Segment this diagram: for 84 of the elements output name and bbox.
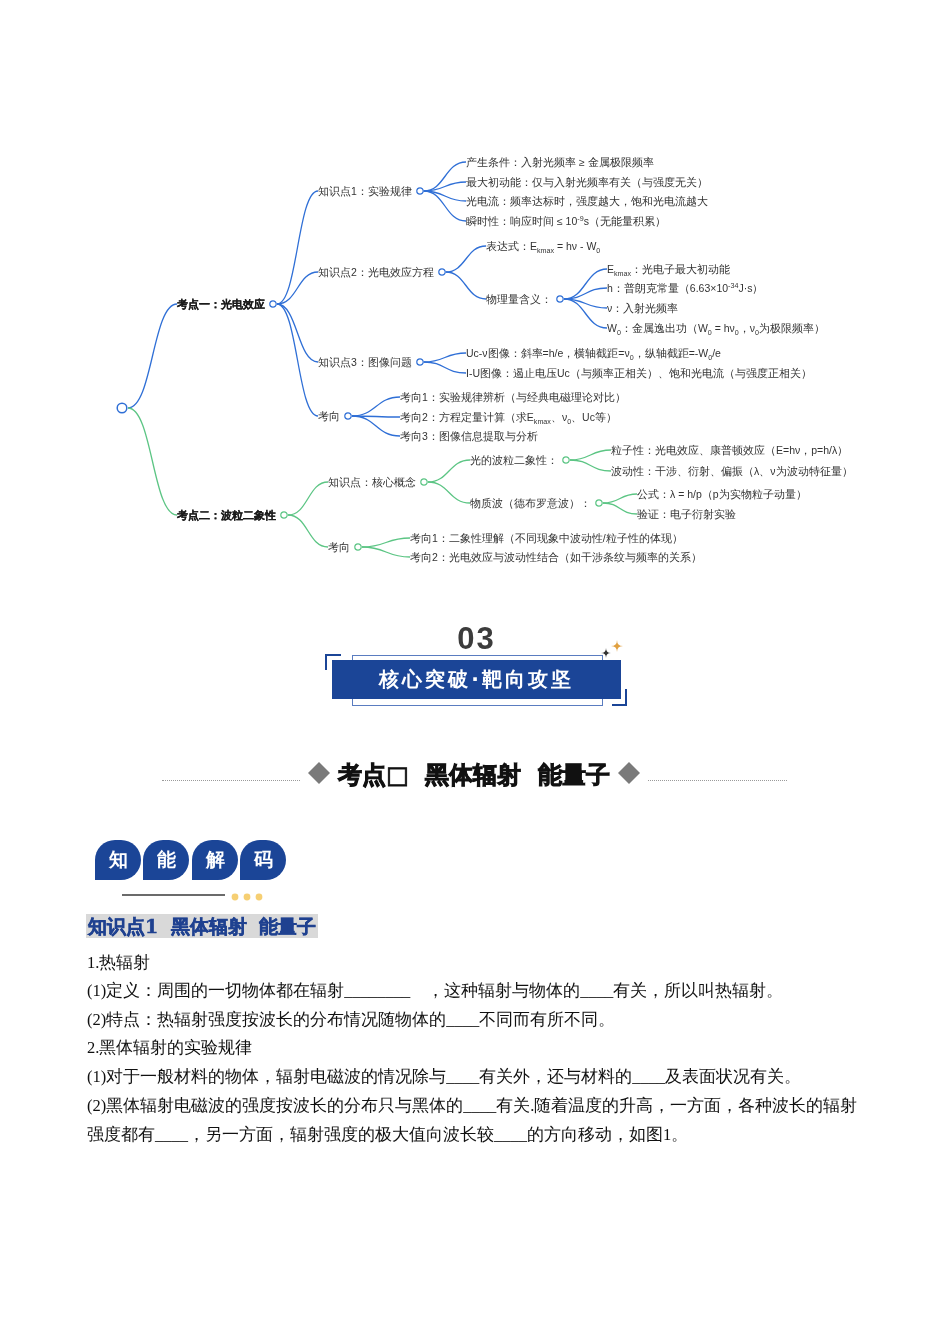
heading-tab: 码 xyxy=(240,840,286,880)
mindmap-topic: 考向2：光电效应与波动性结合（如干涉条纹与频率的关系） xyxy=(410,550,702,564)
paragraph-text: 有关，所以叫热辐射。 xyxy=(613,981,784,1000)
fill-in-line: ____ xyxy=(580,981,614,1000)
mindmap-topic: 产生条件：入射光频率 ≥ 金属极限频率 xyxy=(466,155,654,169)
heading-tab: 解 xyxy=(192,840,238,880)
mindmap-root xyxy=(116,402,128,414)
connector-line xyxy=(361,546,411,558)
paragraph-text: (2)特点：热辐射强度按波长的分布情况随物体的 xyxy=(87,1010,447,1029)
connector-line xyxy=(276,271,319,305)
paragraph-text: (2)黑体辐射电磁波的强度按波长的分布只与黑体的 xyxy=(87,1096,464,1115)
connector-line xyxy=(563,298,608,309)
mindmap-topic: 考向1：二象性理解（不同现象中波动性/粒子性的体现） xyxy=(410,531,683,545)
mindmap-topic: 光电流：频率达标时，强度越大，饱和光电流越大 xyxy=(466,194,708,208)
subsection-heading: 知识点1 黑体辐射 能量子 xyxy=(86,914,319,938)
mindmap-topic: h：普朗克常量（6.63×10$^{-34}$J·s） xyxy=(607,281,764,295)
connector-line xyxy=(563,298,608,329)
connector-line xyxy=(602,502,638,515)
connector-line xyxy=(445,245,487,273)
connector-line xyxy=(445,271,487,300)
mindmap-topic: 知识点1：实验规律 xyxy=(318,184,412,198)
section-heading: 考点□ 黑体辐射 能量子 xyxy=(338,760,610,790)
mindmap-topic: E$_{kmax}$：光电子最大初动能 xyxy=(607,262,731,276)
paragraph-text: 及表面状况有关。 xyxy=(665,1067,802,1086)
fill-in-line: ____ xyxy=(446,1010,480,1029)
connector-line xyxy=(287,481,329,516)
paragraph-text: 的方向移动，如图1。 xyxy=(527,1125,689,1144)
fill-in-line: ____ xyxy=(155,1125,188,1144)
mindmap-topic: ν：入射光频率 xyxy=(607,301,679,315)
fill-in-line: ____ xyxy=(494,1125,527,1144)
section-number: 03 xyxy=(457,622,496,656)
section-banner: 核心突破·靶向攻坚 xyxy=(332,660,621,699)
connector-line xyxy=(423,361,467,374)
mindmap-topic: 物质波（德布罗意波）： xyxy=(470,496,591,510)
mindmap-topic: 物理量含义： xyxy=(486,292,552,306)
connector-line xyxy=(569,459,612,472)
mindmap-topic: 知识点：核心概念 xyxy=(328,475,416,489)
mindmap-topic: 波动性：干涉、衍射、偏振（λ、ν为波动特征量） xyxy=(611,464,853,478)
connector-line xyxy=(569,449,612,461)
mindmap-topic: 粒子性：光电效应、康普顿效应（E=hν，p=h/λ） xyxy=(611,443,849,457)
fill-in-line: ____ xyxy=(463,1096,497,1115)
mindmap-topic: W$_{0}$：金属逸出功（W$_{0}$ = hν$_{0}$，ν$_{0}$为极限频率） xyxy=(607,321,826,335)
mindmap-topic: 公式：λ = h/p（p为实物粒子动量） xyxy=(637,487,807,501)
paragraph-text: ，另一方面，辐射强度的极大值向波长较 xyxy=(188,1125,494,1144)
fill-in-line: ____ xyxy=(446,1067,480,1086)
mindmap-topic: 知识点3：图像问题 xyxy=(318,355,412,369)
paragraph-text: 强度都有 xyxy=(87,1125,155,1144)
mindmap-topic: 考点二：波粒二象性 xyxy=(177,508,276,522)
paragraph-text: (1)定义：周围的一切物体都在辐射 xyxy=(87,981,345,1000)
mindmap-topic: 表达式：E$_{kmax}$ = hν - W$_{0}$ xyxy=(486,239,601,253)
mindmap-topic: 最大初动能：仅与入射光频率有关（与强度无关） xyxy=(466,175,708,189)
connector-line xyxy=(276,303,319,417)
connector-line xyxy=(127,407,178,516)
mindmap-topic: 验证：电子衍射实验 xyxy=(637,507,736,521)
connector-line xyxy=(423,190,467,222)
mindmap-topic: 知识点2：光电效应方程 xyxy=(318,265,434,279)
mindmap-topic: 瞬时性：响应时间 ≤ 10$^{-9}$s（无能量积累） xyxy=(466,214,666,228)
paragraph-text: 有关外，还与材料的 xyxy=(479,1067,633,1086)
mindmap-topic: 考向 xyxy=(318,409,340,423)
mindmap-topic: 光的波粒二象性： xyxy=(470,453,558,467)
fill-in-line: ________ xyxy=(344,981,411,1000)
connector-line xyxy=(602,493,638,504)
mindmap-topic: 考向 xyxy=(328,540,350,554)
paragraph-text: ，这种辐射与物体的 xyxy=(426,981,581,1000)
connector-line xyxy=(351,415,401,437)
connector-line xyxy=(287,514,329,548)
paragraph-text: (1)对于一般材料的物体，辐射电磁波的情况除与 xyxy=(87,1067,447,1086)
connector-line xyxy=(127,303,178,409)
numbered-heading: 1.热辐射 xyxy=(87,952,152,974)
connector-line xyxy=(427,481,471,504)
mindmap-topic: I-U图像：遏止电压Uc（与频率正相关）、饱和光电流（与强度正相关） xyxy=(466,366,812,380)
mindmap-topic: 考向1：实验规律辨析（与经典电磁理论对比） xyxy=(400,390,626,404)
mindmap-topic: 考点一：光电效应 xyxy=(177,297,265,311)
heading-tab: 能 xyxy=(143,840,189,880)
connector-line xyxy=(423,352,467,363)
numbered-heading: 2.黑体辐射的实验规律 xyxy=(87,1037,254,1059)
paragraph-text: 有关.随着温度的升高，一方面，各种波长的辐射 xyxy=(496,1096,858,1115)
paragraph-text: 不同而有所不同。 xyxy=(479,1010,616,1029)
mindmap-topic: Uc-ν图像：斜率=h/e，横轴截距=ν$_{0}$，纵轴截距=-W$_{0}$/e xyxy=(466,346,721,360)
mindmap-topic: 考向3：图像信息提取与分析 xyxy=(400,429,538,443)
connector-line xyxy=(423,181,467,192)
mindmap-topic: 考向2：方程定量计算（求E$_{kmax}$、ν$_{0}$、Uc等） xyxy=(400,410,617,424)
heading-tab: 知 xyxy=(95,840,141,880)
fill-in-line: ____ xyxy=(632,1067,666,1086)
